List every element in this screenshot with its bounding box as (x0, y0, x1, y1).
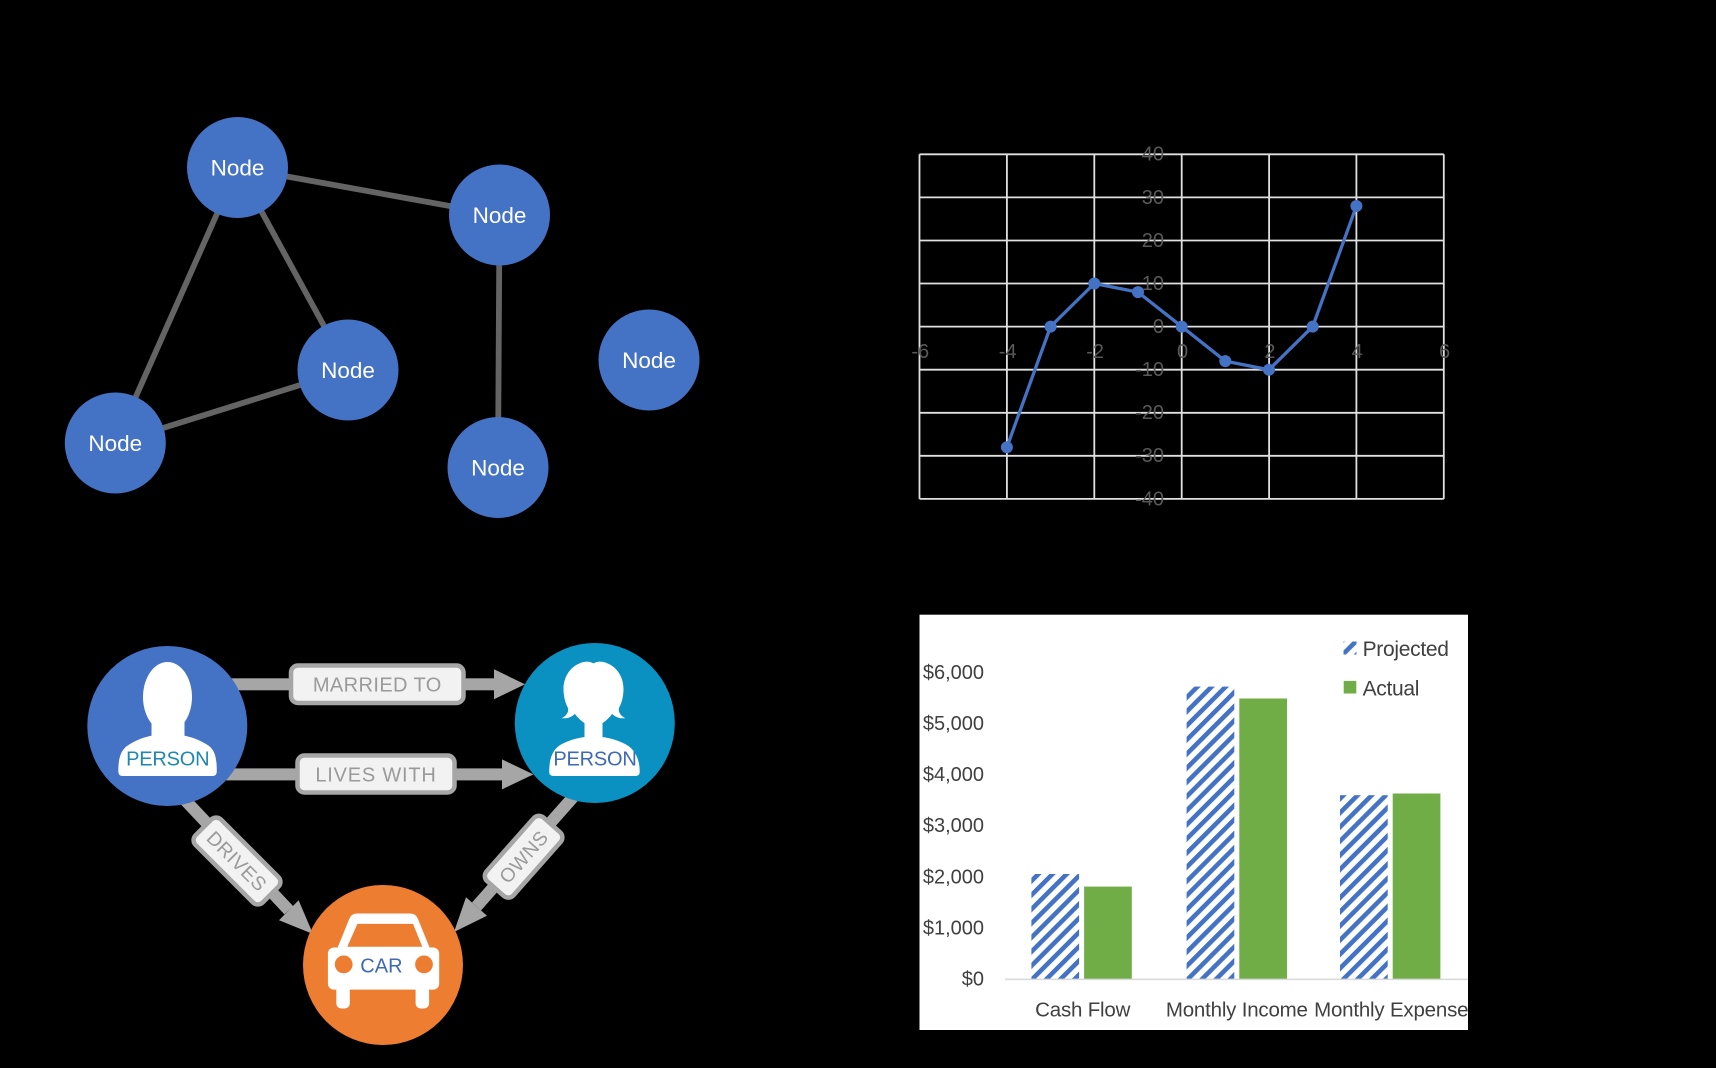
svg-text:$1,000: $1,000 (923, 918, 984, 940)
svg-text:2: 2 (1264, 341, 1275, 363)
svg-text:$0: $0 (962, 969, 984, 991)
svg-text:Node: Node (321, 358, 375, 383)
svg-text:$2,000: $2,000 (923, 866, 984, 888)
svg-text:PERSON: PERSON (553, 749, 636, 771)
svg-text:Monthly Income: Monthly Income (1166, 999, 1308, 1022)
svg-text:Node: Node (88, 431, 142, 456)
svg-text:-6: -6 (911, 341, 929, 363)
svg-text:CAR: CAR (360, 956, 402, 978)
svg-text:$4,000: $4,000 (923, 764, 984, 786)
svg-text:$3,000: $3,000 (923, 815, 984, 837)
svg-text:6: 6 (1439, 341, 1450, 363)
svg-text:Node: Node (471, 456, 525, 481)
svg-text:4: 4 (1352, 341, 1363, 363)
svg-text:0: 0 (1153, 316, 1164, 338)
svg-text:-10: -10 (1135, 359, 1164, 381)
svg-text:10: 10 (1142, 273, 1164, 295)
svg-text:0: 0 (1177, 341, 1188, 363)
svg-text:-30: -30 (1135, 445, 1164, 467)
svg-text:Projected: Projected (1363, 638, 1449, 661)
svg-text:Node: Node (622, 348, 676, 373)
svg-text:Node: Node (473, 203, 527, 228)
svg-text:-4: -4 (999, 341, 1017, 363)
svg-text:-2: -2 (1086, 341, 1104, 363)
svg-text:-20: -20 (1135, 402, 1164, 424)
svg-text:Node: Node (211, 156, 265, 181)
svg-text:-40: -40 (1135, 488, 1164, 510)
svg-text:PERSON: PERSON (126, 749, 209, 771)
svg-text:Cash Flow: Cash Flow (1035, 999, 1130, 1022)
svg-text:40: 40 (1142, 144, 1164, 166)
svg-text:LIVES WITH: LIVES WITH (315, 765, 436, 787)
svg-text:30: 30 (1142, 187, 1164, 209)
svg-text:MARRIED TO: MARRIED TO (313, 675, 442, 697)
svg-text:$5,000: $5,000 (923, 713, 984, 735)
svg-text:Monthly Expense: Monthly Expense (1314, 999, 1468, 1022)
svg-text:Actual: Actual (1363, 678, 1420, 701)
svg-text:20: 20 (1142, 230, 1164, 252)
svg-text:$6,000: $6,000 (923, 662, 984, 684)
